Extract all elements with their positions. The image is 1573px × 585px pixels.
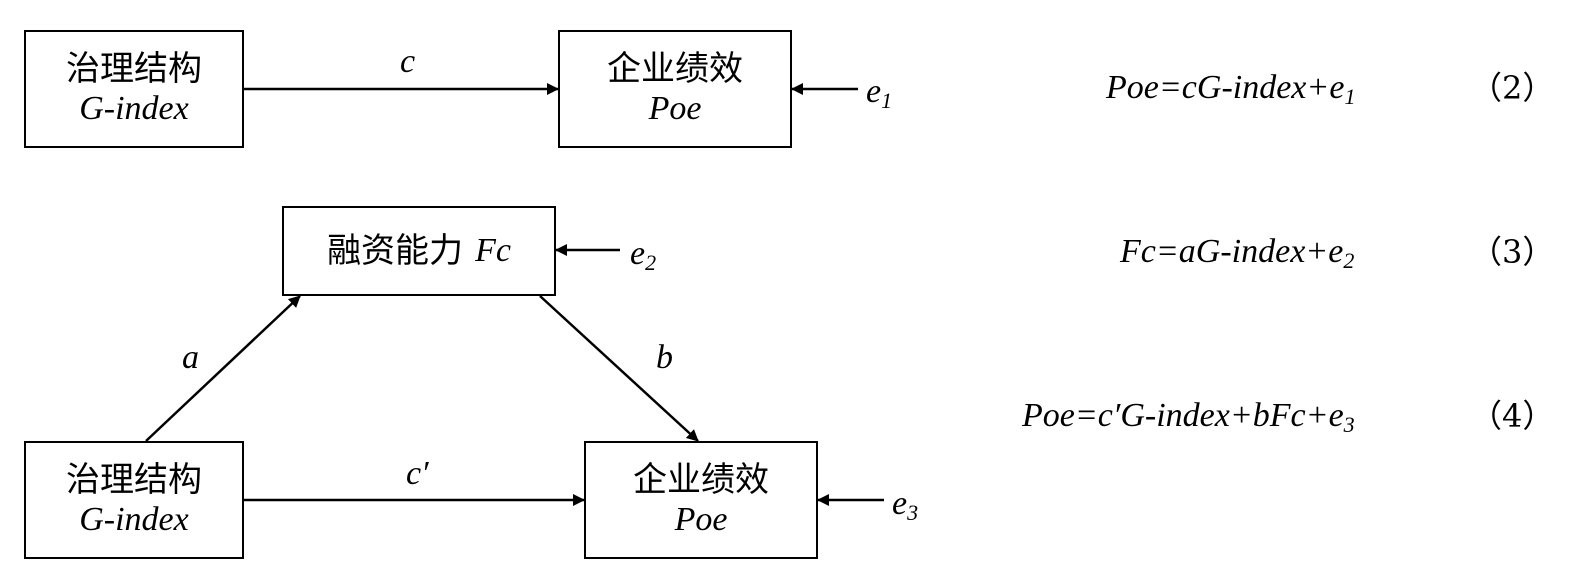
path-label-a: a [182,339,199,376]
governance-label-en: G-index [79,90,189,127]
governance-box-2: 治理结构 G-index [24,441,244,559]
arrow-a [145,295,301,442]
equation-number-4: （4） [1470,397,1555,435]
performance-label-cn: 企业绩效 [607,49,743,89]
performance-label-en: Poe [648,90,702,127]
performance-label-cn: 企业绩效 [633,460,769,500]
equation-3: Fc=aG-index+e2 [1120,233,1355,273]
equation-2: Poe=cG-index+e1 [1106,69,1356,109]
financing-label-en: Fc [475,232,511,269]
equation-number-2: （2） [1470,69,1555,107]
financing-label-cn: 融资能力 [327,231,464,271]
equation-4: Poe=c′G-index+bFc+e3 [1022,397,1355,437]
performance-box-1: 企业绩效 Poe [558,30,792,148]
path-label-c-prime: c′ [406,455,429,492]
governance-label-en: G-index [79,501,189,538]
governance-label-cn: 治理结构 [66,460,202,500]
equation-number-3: （3） [1470,233,1555,271]
performance-label-en: Poe [674,501,728,538]
performance-box-2: 企业绩效 Poe [584,441,818,559]
governance-box-1: 治理结构 G-index [24,30,244,148]
path-label-b: b [656,339,673,376]
error-label-e1: e1 [866,73,893,113]
governance-label-cn: 治理结构 [66,49,202,89]
path-label-c: c [400,43,416,80]
financing-box: 融资能力 Fc [282,206,556,296]
arrow-b [539,295,699,442]
error-label-e2: e2 [630,235,657,275]
error-label-e3: e3 [892,485,919,525]
